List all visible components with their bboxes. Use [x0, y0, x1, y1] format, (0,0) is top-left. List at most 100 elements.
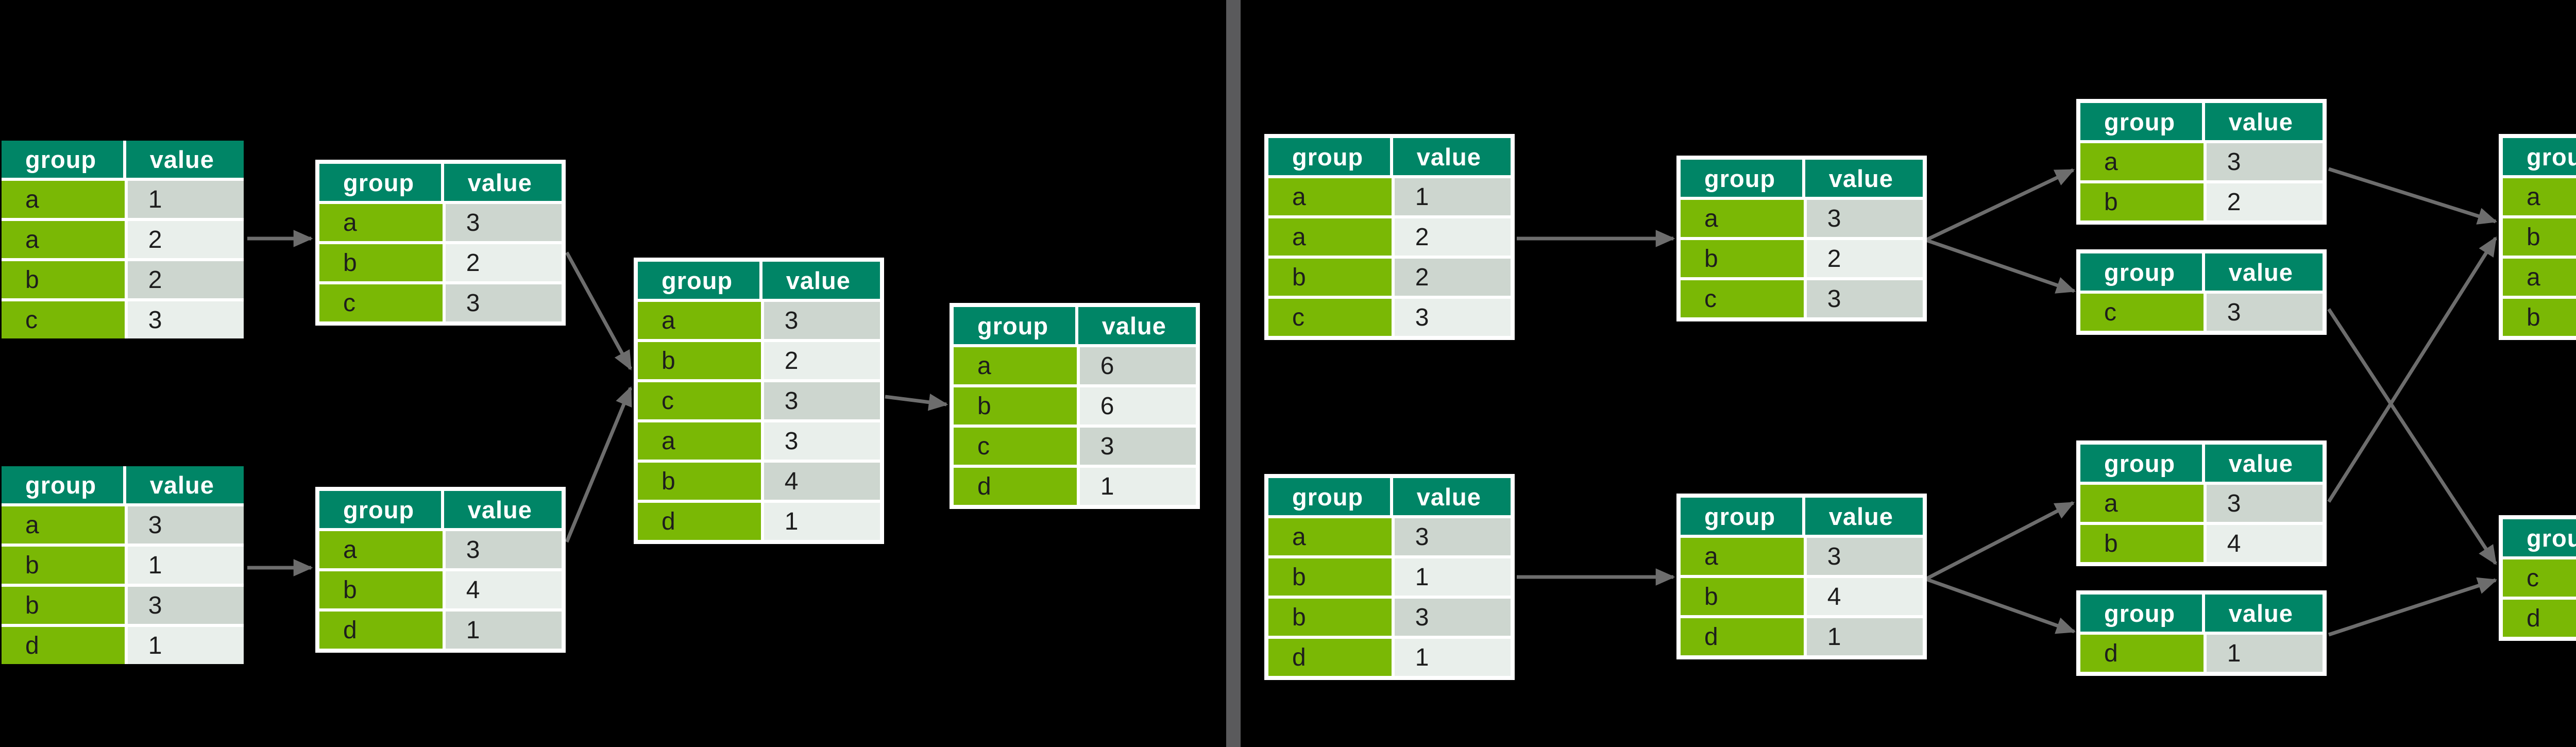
group-cell: d — [1681, 618, 1804, 655]
group-cell: b — [319, 244, 443, 281]
group-cell: c — [954, 428, 1077, 465]
column-header-group: group — [1681, 498, 1802, 535]
group-cell: a — [319, 204, 443, 241]
column-header-group: group — [2503, 138, 2576, 175]
group-cell: c — [1268, 299, 1392, 336]
column-header-group: group — [638, 262, 759, 299]
group-cell: d — [954, 468, 1077, 505]
group-cell: b — [2, 547, 125, 584]
table-row: c3 — [2503, 559, 2576, 597]
group-cell: a — [1681, 200, 1804, 237]
column-header-value: value — [126, 466, 244, 503]
column-header-group: group — [2080, 595, 2202, 632]
table-row: d1 — [2503, 600, 2576, 637]
group-cell: b — [638, 463, 761, 500]
group-cell: a — [2503, 178, 2576, 215]
value-cell: 6 — [1079, 347, 1196, 384]
value-cell: 3 — [2206, 143, 2323, 180]
group-cell: b — [954, 387, 1077, 425]
group-cell: b — [2, 587, 125, 624]
group-cell: a — [2503, 259, 2576, 296]
column-header-group: group — [2080, 445, 2202, 482]
column-header-value: value — [2205, 595, 2323, 632]
value-cell: 3 — [127, 506, 244, 544]
column-header-group: group — [2, 141, 123, 178]
value-cell: 1 — [127, 627, 244, 664]
value-cell: 2 — [127, 261, 244, 298]
value-cell: 3 — [445, 531, 562, 568]
group-cell: c — [2080, 294, 2204, 331]
column-header-value: value — [1805, 160, 1923, 197]
value-cell: 3 — [1079, 428, 1196, 465]
value-cell: 1 — [2206, 635, 2323, 672]
group-cell: c — [2503, 559, 2576, 597]
group-cell: a — [2080, 485, 2204, 522]
group-cell: b — [1268, 259, 1392, 296]
flow-arrow — [2327, 236, 2497, 503]
group-cell: b — [1681, 240, 1804, 277]
value-cell: 3 — [764, 382, 880, 419]
group-cell: b — [2080, 183, 2204, 220]
column-header-value: value — [2205, 445, 2323, 482]
flow-arrow — [565, 251, 633, 371]
column-header-group: group — [2080, 103, 2202, 140]
column-header-value: value — [1078, 307, 1196, 344]
column-header-value: value — [1393, 138, 1511, 175]
table-row: b2 — [2503, 218, 2576, 256]
value-cell: 4 — [1806, 578, 1923, 615]
group-cell: b — [1681, 578, 1804, 615]
column-header-group: group — [1681, 160, 1802, 197]
group-cell: a — [1681, 538, 1804, 575]
value-cell: 1 — [1079, 468, 1196, 505]
value-cell: 3 — [127, 587, 244, 624]
group-cell: c — [638, 382, 761, 419]
column-header-value: value — [762, 262, 880, 299]
column-header-group: group — [1268, 478, 1390, 515]
column-header-group: group — [2080, 253, 2202, 291]
value-cell: 3 — [445, 284, 562, 321]
group-cell: a — [638, 422, 761, 460]
value-cell: 2 — [764, 342, 880, 379]
group-cell: b — [2503, 218, 2576, 256]
column-header-group: group — [2503, 519, 2576, 556]
group-cell: d — [2, 627, 125, 664]
value-cell: 2 — [127, 221, 244, 258]
value-cell: 3 — [1806, 200, 1923, 237]
